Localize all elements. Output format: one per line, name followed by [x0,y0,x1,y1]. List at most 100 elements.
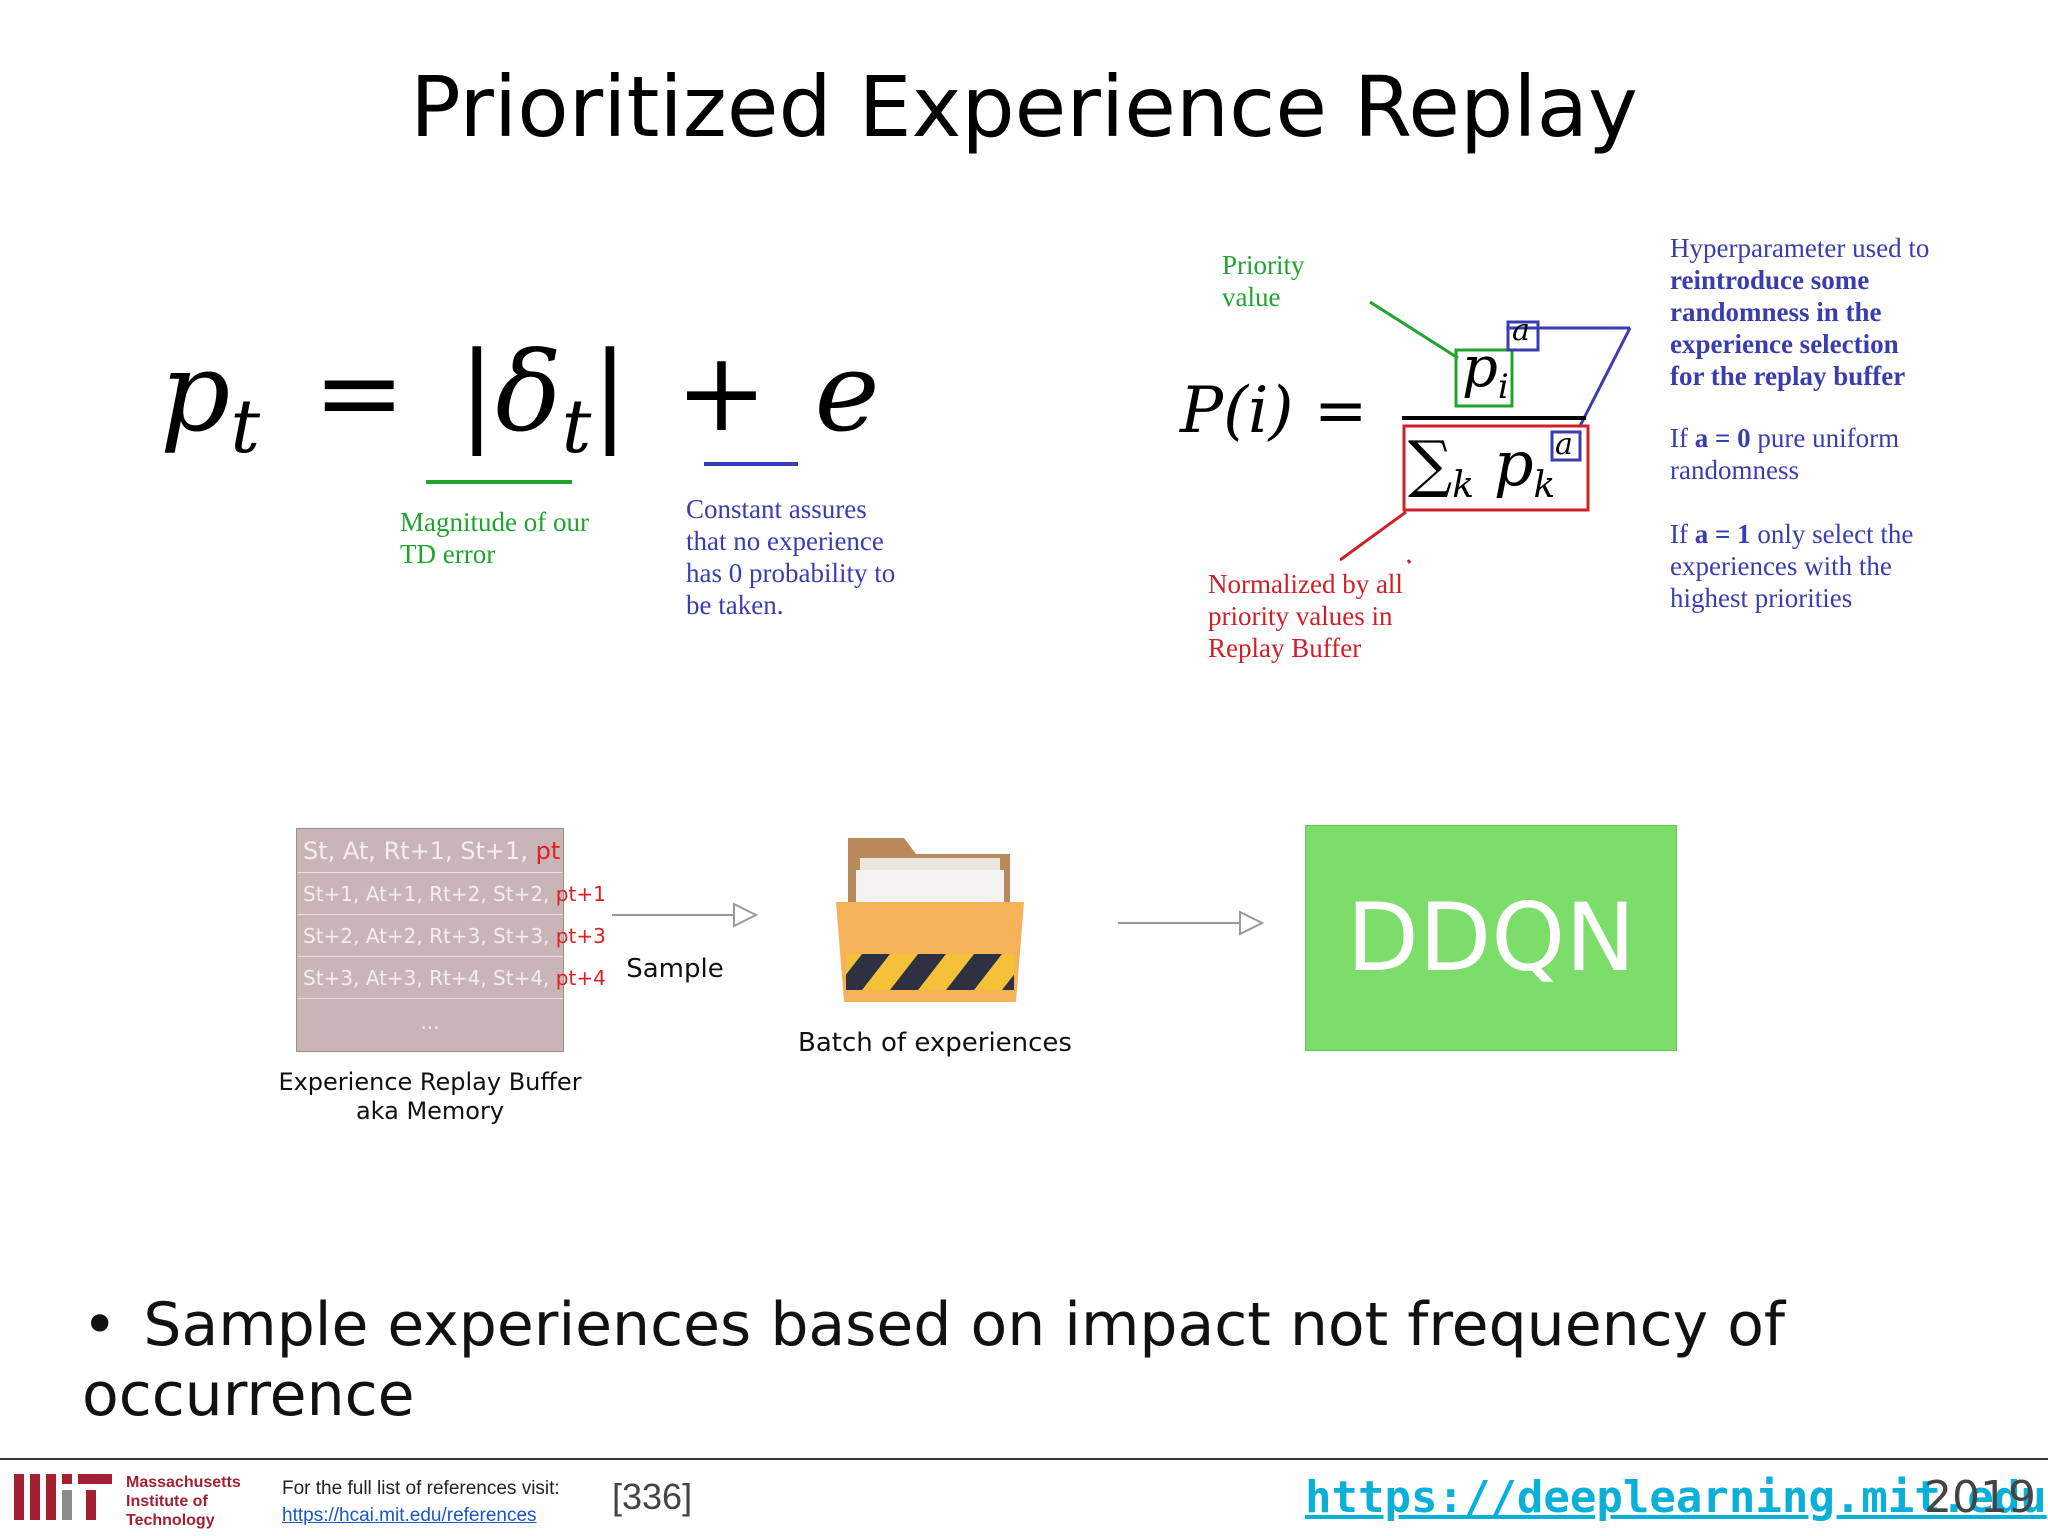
buffer-row-text: St, At, Rt+1, St+1, [303,837,536,865]
exponent-leader-right [1578,327,1632,427]
buffer-row: St, At, Rt+1, St+1, pt [297,829,563,873]
buffer-row-text: St+1, At+1, Rt+2, St+2, [303,882,556,906]
buffer-caption: Experience Replay Buffer aka Memory [270,1068,590,1126]
formula1-delta: δ [495,328,562,456]
formula-td-priority: pt = |δt| + e [160,332,880,470]
denominator-sum-sub: k [1452,465,1475,506]
formula1-abs-open: | [458,328,496,456]
buffer-row-priority: pt+4 [555,966,606,990]
formula1-equals: = [313,328,406,456]
denominator-sum: ∑ [1408,427,1453,500]
annotation-a0-line2: randomness [1670,455,1799,485]
batch-label: Batch of experiences [798,1028,1072,1058]
mit-wordmark-line1: Massachusetts [126,1474,241,1491]
denominator-exponent-box [1550,430,1582,462]
buffer-row-text: St+2, At+2, Rt+3, St+3, [303,924,556,948]
footer-year: 2019 [1924,1472,2036,1523]
annotation-hyper-bold-3: experience selection [1670,329,1899,359]
annotation-magnitude-line2: TD error [400,539,496,569]
annotation-a1-line3: highest priorities [1670,583,1853,613]
annotation-constant-line1: Constant assures [686,494,867,524]
sample-label: Sample [626,954,724,984]
mit-wordmark-line3: Technology [126,1512,215,1529]
numerator-exponent: a [1512,313,1530,348]
annotation-hyper-bold-2: randomness in the [1670,297,1882,327]
batch-to-ddqn-arrow [1118,910,1265,936]
buffer-row: St+1, At+1, Rt+2, St+2, pt+1 [297,873,606,915]
folder-icon [836,838,1024,1002]
buffer-row-ellipsis: ... [420,1010,440,1034]
mit-wordmark: Massachusetts Institute of Technology [126,1473,241,1530]
annotation-a0-post: pure uniform [1750,423,1900,453]
annotation-a0-bold: a = 0 [1694,423,1751,453]
annotation-constant-line4: be taken. [686,590,784,620]
annotation-magnitude: Magnitude of our TD error [400,506,589,570]
experience-replay-buffer: St, At, Rt+1, St+1, pt St+1, At+1, Rt+2,… [296,828,606,1052]
annotation-normalized-line2: priority values in [1208,601,1393,631]
numerator-box [1454,348,1514,408]
buffer-caption-line1: Experience Replay Buffer [278,1068,582,1096]
mit-logo-icon [14,1474,112,1520]
annotation-a1-line2: experiences with the [1670,551,1892,581]
denominator-box [1402,424,1590,512]
numerator-exponent-box [1506,320,1540,352]
formula1-delta-sub: t [561,384,592,470]
denominator-expression: ∑k pk [1408,432,1556,507]
annotation-hyper-bold-1: reintroduce some [1670,265,1870,295]
formula1-lhs-sub: t [230,384,261,470]
ddqn-label: DDQN [1346,883,1636,993]
formula-probability-lhs: P(i) = [1180,374,1368,448]
buffer-row: St+2, At+2, Rt+3, St+3, pt+3 [297,915,606,957]
numerator-p-sub: i [1497,367,1509,407]
denominator-p-sub: k [1533,465,1556,506]
buffer-row-text: St+3, At+3, Rt+4, St+4, [303,966,556,990]
formula1-abs-close: | [591,328,629,456]
annotation-priority-line2: value [1222,282,1281,312]
buffer-row-priority: pt+1 [555,882,606,906]
course-site-link[interactable]: https://deeplearning.mit.edu [1305,1472,2047,1523]
denominator-exponent: a [1555,427,1573,462]
references-text: For the full list of references visit: [282,1478,560,1499]
annotation-constant-line2: that no experience [686,526,884,556]
numerator-p-letter: p [1462,335,1498,400]
annotation-priority-value: Priority value [1222,249,1305,313]
buffer-row-priority: pt [535,837,561,865]
annotation-a0-line1: If a = 0 pure uniform [1670,422,2000,454]
normalized-leader-line-2 [1340,510,1407,562]
ddqn-box: DDQN [1305,825,1677,1051]
normalized-leader-line [1406,559,1412,564]
slide-title: Prioritized Experience Replay [410,58,1638,156]
annotation-hyper-bold-4: for the replay buffer [1670,361,1906,391]
annotation-constant-line3: has 0 probability to [686,558,896,588]
sample-arrow [612,902,759,928]
slide-bullet: •Sample experiences based on impact not … [82,1290,2048,1430]
formula1-e: e [814,328,880,456]
references-note: For the full list of references visit: h… [282,1475,560,1529]
annotation-magnitude-line1: Magnitude of our [400,507,589,537]
buffer-row: St+3, At+3, Rt+4, St+4, pt+4 [297,957,606,999]
annotation-normalized-line3: Replay Buffer [1208,633,1362,663]
mit-wordmark-line2: Institute of [126,1493,208,1510]
formula1-plus: + [675,328,768,456]
footer-divider [0,1458,2048,1460]
annotation-normalized-line1: Normalized by all [1208,569,1403,599]
annotation-constant: Constant assures that no experience has … [686,493,895,621]
denominator-p: p [1493,427,1534,500]
bullet-text: Sample experiences based on impact not f… [82,1290,1786,1430]
td-error-underline [426,480,572,484]
annotation-hyperparameter: Hyperparameter used to reintroduce some … [1670,232,2000,614]
annotation-a1-line1: If a = 1 only select the [1670,518,2000,550]
annotation-a1-bold: a = 1 [1694,519,1751,549]
buffer-row-priority: pt+3 [555,924,606,948]
annotation-normalized: Normalized by all priority values in Rep… [1208,568,1403,664]
annotation-a1-post: only select the [1750,519,1914,549]
constant-underline [704,462,798,466]
formula1-lhs: p [160,328,231,456]
references-link[interactable]: https://hcai.mit.edu/references [282,1505,537,1526]
annotation-a0-pre: If [1670,423,1695,453]
reference-number: [336] [612,1476,693,1517]
formula-probability-graphics [1340,300,1632,564]
numerator-p: pi [1462,335,1509,408]
buffer-caption-line2: aka Memory [355,1097,505,1125]
bullet-dot: • [82,1290,118,1360]
